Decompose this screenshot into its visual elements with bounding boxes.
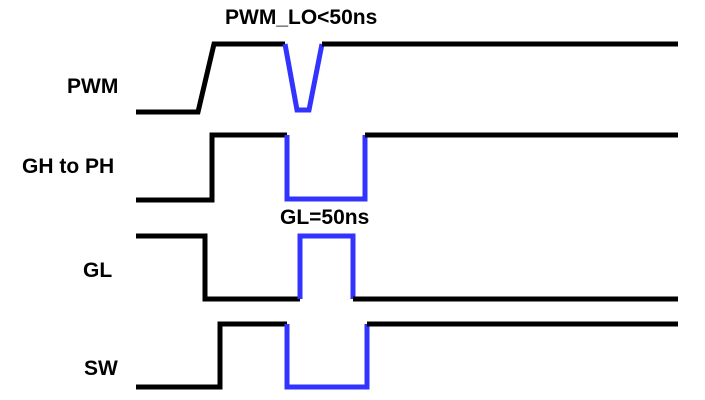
gl-trace xyxy=(136,233,300,302)
gl-on-pulse xyxy=(297,233,356,299)
signal-label-gl: GL xyxy=(83,259,112,282)
pwm-glitch-trace xyxy=(282,43,325,113)
pwm-glitch-annotation: PWM_LO<50ns xyxy=(225,6,377,29)
gl-pulse-annotation: GL=50ns xyxy=(280,206,369,229)
sw-dip-pulse xyxy=(284,324,370,390)
gh-to-ph-off-pulse xyxy=(284,135,368,202)
signal-label-sw: SW xyxy=(84,357,118,380)
signal-label-pwm: PWM xyxy=(67,75,118,98)
pwm-trace xyxy=(136,41,285,115)
gh-to-ph-trace xyxy=(136,132,287,203)
signal-label-gh-to-ph: GH to PH xyxy=(22,155,114,178)
sw-trace xyxy=(136,321,287,390)
